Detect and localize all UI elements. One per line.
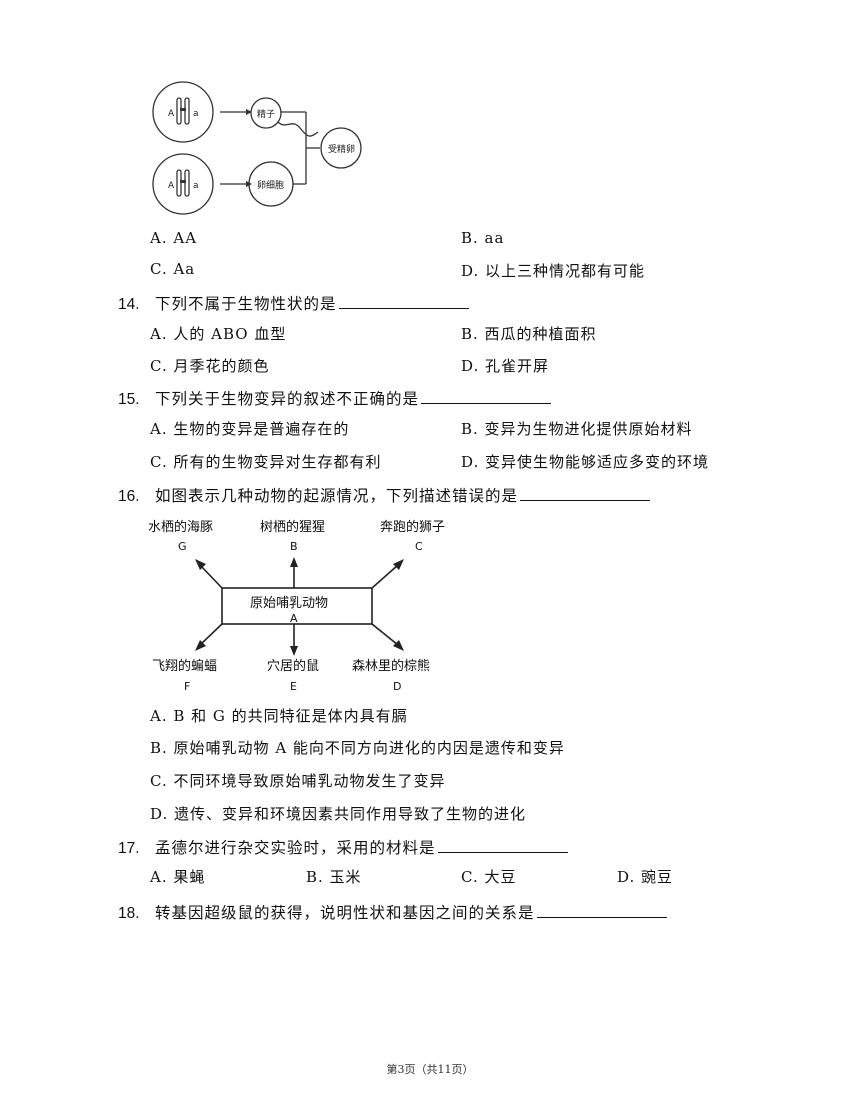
sperm-cell xyxy=(250,97,282,129)
answer-blank[interactable] xyxy=(520,486,651,501)
evolution-diagram: 原始哺乳动物 A 水栖的海豚 G 树栖的猩猩 B 奔跑的狮子 C 飞翔的蝙蝠 F… xyxy=(148,519,445,693)
zygote-cell xyxy=(320,127,362,169)
center-letter: A xyxy=(290,612,298,625)
question-stem: 下列关于生物变异的叙述不正确的是 xyxy=(155,390,420,408)
q15-option-a[interactable]: A. 生物的变异是普遍存在的 xyxy=(150,420,350,438)
gene-label-a-bottom: a xyxy=(193,181,199,191)
top-letter-g: G xyxy=(178,540,187,553)
q16-option-d[interactable]: D. 遗传、变异和环境因素共同作用导致了生物的进化 xyxy=(150,805,527,823)
question-number: 14. xyxy=(118,296,140,313)
q17-option-b[interactable]: B. 玉米 xyxy=(306,868,362,886)
q16-option-c[interactable]: C. 不同环境导致原始哺乳动物发生了变异 xyxy=(150,772,446,790)
gene-label-A-top: A xyxy=(168,109,175,119)
bottom-letter-e: E xyxy=(290,680,297,693)
fertilization-diagram: A a A a 精子 卵细胞 受精卵 xyxy=(152,81,362,215)
q15-option-c[interactable]: C. 所有的生物变异对生存都有利 xyxy=(150,453,382,471)
q17-option-a[interactable]: A. 果蝇 xyxy=(150,868,206,886)
answer-blank[interactable] xyxy=(338,294,469,309)
bottom-label-f: 飞翔的蝙蝠 xyxy=(152,658,217,674)
question-number: 18. xyxy=(118,905,140,922)
q16-option-b[interactable]: B. 原始哺乳动物 A 能向不同方向进化的内因是遗传和变异 xyxy=(150,739,565,757)
question-number: 15. xyxy=(118,391,140,408)
answer-blank[interactable] xyxy=(437,838,568,853)
question-16: 16. 如图表示几种动物的起源情况，下列描述错误的是 xyxy=(118,484,651,506)
q13-option-c[interactable]: C. Aa xyxy=(150,260,196,278)
egg-label: 卵细胞 xyxy=(257,179,284,191)
question-stem: 孟德尔进行杂交实验时，采用的材料是 xyxy=(155,839,436,857)
q16-option-a[interactable]: A. B 和 G 的共同特征是体内具有膈 xyxy=(150,707,408,725)
answer-blank[interactable] xyxy=(421,389,552,404)
center-label: 原始哺乳动物 xyxy=(250,596,328,611)
question-number: 16. xyxy=(118,488,140,505)
question-17: 17. 孟德尔进行杂交实验时，采用的材料是 xyxy=(118,836,568,858)
question-stem: 转基因超级鼠的获得，说明性状和基因之间的关系是 xyxy=(155,904,535,922)
q15-option-d[interactable]: D. 变异使生物能够适应多变的环境 xyxy=(461,453,710,471)
bottom-label-e: 穴居的鼠 xyxy=(267,658,319,674)
top-letter-b: B xyxy=(290,540,298,553)
question-number: 17. xyxy=(118,840,140,857)
q17-option-c[interactable]: C. 大豆 xyxy=(461,868,517,886)
q14-option-b[interactable]: B. 西瓜的种植面积 xyxy=(461,325,597,343)
zygote-label: 受精卵 xyxy=(328,143,355,155)
question-14: 14. 下列不属于生物性状的是 xyxy=(118,292,469,314)
gene-label-a-top: a xyxy=(193,109,199,119)
top-letter-c: C xyxy=(415,540,423,553)
parent-cell-top xyxy=(152,81,214,143)
q13-option-a[interactable]: A. AA xyxy=(150,229,198,247)
top-label-b: 树栖的猩猩 xyxy=(260,519,325,535)
question-stem: 下列不属于生物性状的是 xyxy=(155,295,337,313)
q15-option-b[interactable]: B. 变异为生物进化提供原始材料 xyxy=(461,420,693,438)
q14-option-a[interactable]: A. 人的 ABO 血型 xyxy=(150,325,287,343)
center-box xyxy=(221,587,373,625)
q13-option-d[interactable]: D. 以上三种情况都有可能 xyxy=(461,262,646,280)
bottom-letter-f: F xyxy=(184,680,190,693)
top-label-c: 奔跑的狮子 xyxy=(380,519,445,535)
parent-cell-bottom xyxy=(152,153,214,215)
top-label-g: 水栖的海豚 xyxy=(148,519,213,535)
question-stem: 如图表示几种动物的起源情况，下列描述错误的是 xyxy=(155,487,519,505)
question-15: 15. 下列关于生物变异的叙述不正确的是 xyxy=(118,387,552,409)
page-footer: 第3页（共11页） xyxy=(386,1063,474,1076)
q14-option-d[interactable]: D. 孔雀开屏 xyxy=(461,357,550,375)
q13-option-b[interactable]: B. aa xyxy=(461,229,505,247)
gene-label-A-bottom: A xyxy=(168,181,175,191)
question-18: 18. 转基因超级鼠的获得，说明性状和基因之间的关系是 xyxy=(118,901,667,923)
sperm-label: 精子 xyxy=(257,108,275,120)
answer-blank[interactable] xyxy=(536,903,667,918)
bottom-label-d: 森林里的棕熊 xyxy=(352,658,430,674)
q17-option-d[interactable]: D. 豌豆 xyxy=(617,868,674,886)
q14-option-c[interactable]: C. 月季花的颜色 xyxy=(150,357,270,375)
bottom-letter-d: D xyxy=(393,680,401,693)
